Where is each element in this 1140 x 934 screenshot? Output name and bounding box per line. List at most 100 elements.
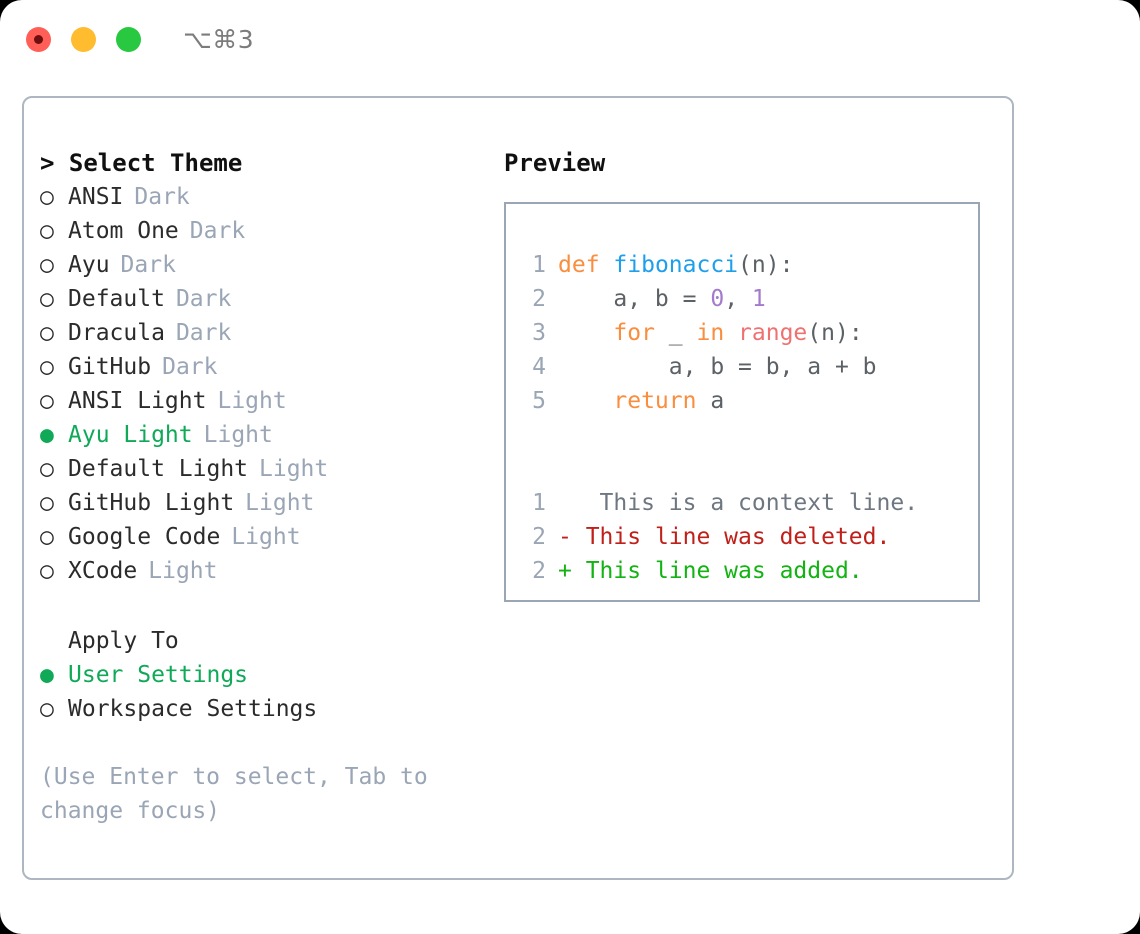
radio-unselected-icon[interactable]: ○ — [40, 286, 54, 312]
theme-variant-label: Light — [231, 524, 301, 550]
diff-text: This line was deleted. — [571, 524, 891, 550]
theme-list-item[interactable]: ○ Dracula Dark — [40, 316, 494, 350]
code-token-kw: def — [558, 252, 600, 278]
code-token-kw: for — [613, 320, 655, 346]
code-token-plain — [558, 388, 613, 414]
theme-name-label: Default — [68, 286, 165, 312]
code-token-plain: a, b = b, a + b — [558, 354, 877, 380]
title-bar: ⌥⌘3 — [0, 0, 1140, 78]
line-number: 2 — [532, 524, 546, 550]
theme-variant-label: Dark — [162, 354, 218, 380]
diff-text: This is a context line. — [571, 490, 919, 516]
radio-unselected-icon[interactable]: ○ — [40, 354, 54, 380]
theme-variant-label: Light — [148, 558, 218, 584]
radio-unselected-icon[interactable]: ○ — [40, 456, 54, 482]
code-line: 5 return a — [522, 384, 978, 418]
code-token-plain: , — [724, 286, 752, 312]
diff-text: This line was added. — [571, 558, 863, 584]
theme-name-label: ANSI Light — [68, 388, 207, 414]
theme-name-label: GitHub — [68, 354, 152, 380]
radio-unselected-icon[interactable]: ○ — [40, 184, 54, 210]
preview-heading: Preview — [504, 149, 606, 177]
diff-line-ctx: 1 This is a context line. — [522, 486, 978, 520]
theme-list-item[interactable]: ○ GitHub Dark — [40, 350, 494, 384]
theme-list-item[interactable]: ○ Ayu Dark — [40, 248, 494, 282]
theme-list-item[interactable]: ○ Default Dark — [40, 282, 494, 316]
radio-unselected-icon[interactable]: ○ — [40, 252, 54, 278]
diff-sign: + — [558, 558, 572, 584]
theme-variant-label: Light — [245, 490, 315, 516]
maximize-button-icon[interactable] — [116, 26, 141, 52]
line-number: 4 — [532, 354, 546, 380]
radio-unselected-icon[interactable]: ○ — [40, 218, 54, 244]
theme-list-item[interactable]: ○ Google Code Light — [40, 520, 494, 554]
select-theme-heading: > Select Theme — [40, 149, 243, 177]
radio-unselected-icon[interactable]: ○ — [40, 490, 54, 516]
theme-variant-label: Light — [203, 422, 273, 448]
theme-name-label: Google Code — [68, 524, 221, 550]
theme-list-item[interactable]: ○ Default Light Light — [40, 452, 494, 486]
line-number: 3 — [532, 320, 546, 346]
theme-name-label: Ayu Light — [68, 422, 193, 448]
radio-selected-icon[interactable]: ● — [40, 422, 54, 448]
radio-unselected-icon[interactable]: ○ — [40, 696, 54, 722]
code-diff-spacer-2 — [522, 452, 978, 486]
code-token-plain: (n): — [807, 320, 863, 346]
theme-variant-label: Dark — [175, 286, 232, 312]
apply-to-item[interactable]: ● User Settings — [40, 658, 494, 692]
theme-variant-label: Dark — [120, 252, 176, 278]
code-token-plain: _ — [654, 320, 697, 346]
radio-selected-icon[interactable]: ● — [40, 662, 54, 688]
code-token-plain: a, b = — [558, 286, 711, 312]
theme-list-item[interactable]: ● Ayu Light Light — [40, 418, 494, 452]
line-number: 1 — [532, 490, 546, 516]
theme-variant-label: Light — [259, 456, 329, 482]
theme-name-label: Dracula — [68, 320, 165, 346]
diff-line-add: 2 + This line was added. — [522, 554, 978, 588]
radio-unselected-icon[interactable]: ○ — [40, 524, 54, 550]
apply-to-item[interactable]: ○ Workspace Settings — [40, 692, 494, 726]
code-token-kw: return — [613, 388, 697, 414]
theme-variant-label: Dark — [189, 218, 246, 244]
line-number: 2 — [532, 286, 546, 312]
theme-list-item[interactable]: ○ ANSI Dark — [40, 180, 494, 214]
apply-to-label: Workspace Settings — [68, 696, 318, 722]
theme-variant-label: Dark — [134, 184, 190, 210]
code-token-kw: in — [696, 320, 725, 346]
theme-name-label: Default Light — [68, 456, 249, 482]
code-token-plain: (n): — [738, 252, 794, 278]
code-token-num: 0 — [710, 286, 725, 312]
theme-variant-label: Dark — [175, 320, 232, 346]
apply-to-label: User Settings — [68, 662, 249, 688]
line-number: 2 — [532, 558, 546, 584]
code-token-built: range — [738, 320, 808, 346]
keyboard-shortcut-label: ⌥⌘3 — [183, 24, 255, 54]
radio-unselected-icon[interactable]: ○ — [40, 388, 54, 414]
diff-sign: - — [558, 524, 572, 550]
minimize-button-icon[interactable] — [71, 26, 96, 52]
code-line: 2 a, b = 0, 1 — [522, 282, 978, 316]
code-diff-spacer — [522, 418, 978, 452]
radio-unselected-icon[interactable]: ○ — [40, 320, 54, 346]
diff-sample: 1 This is a context line. 2- This line wa… — [522, 486, 978, 588]
apply-to-list: ● User Settings ○ Workspace Settings — [40, 658, 494, 726]
radio-unselected-icon[interactable]: ○ — [40, 558, 54, 584]
theme-name-label: Ayu — [68, 252, 110, 278]
line-number: 5 — [532, 388, 546, 414]
theme-name-label: ANSI — [68, 184, 124, 210]
code-token-plain: a — [696, 388, 725, 414]
apply-to-heading: Apply To — [68, 628, 179, 654]
window-controls — [26, 26, 141, 52]
code-token-plain — [724, 320, 738, 346]
close-button-icon[interactable] — [26, 26, 51, 52]
